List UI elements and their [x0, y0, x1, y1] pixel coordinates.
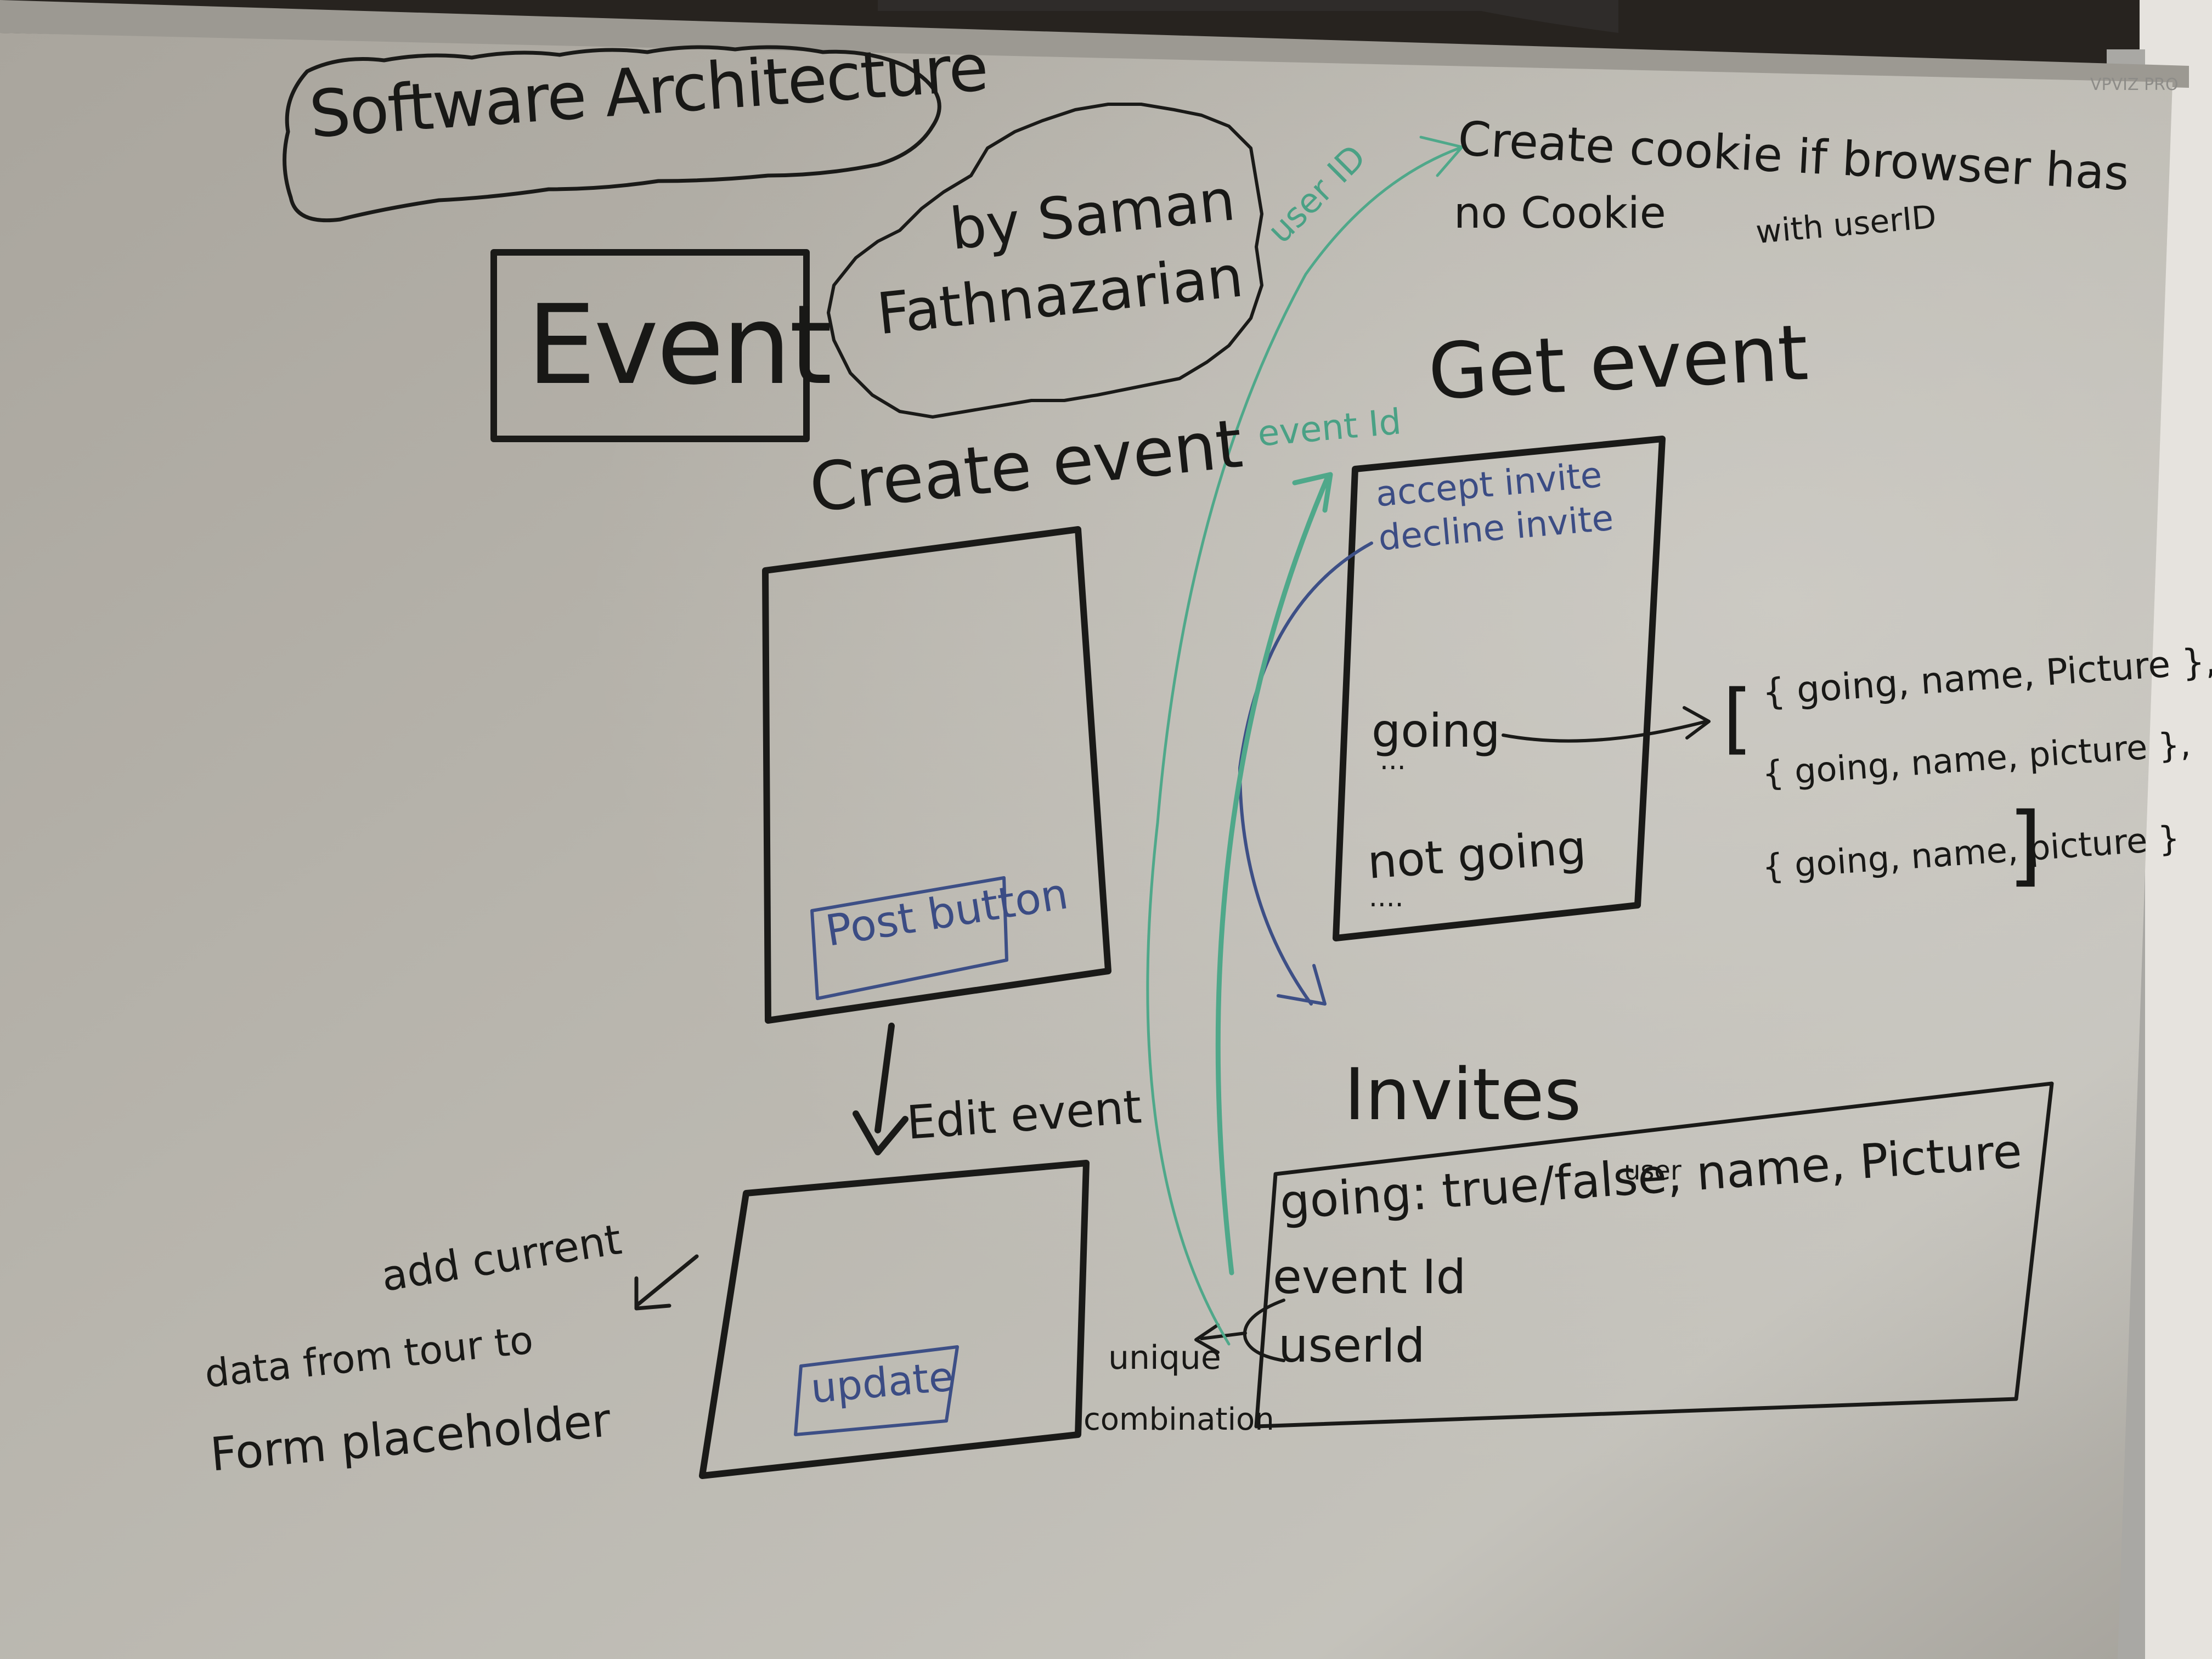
get-event-heading: Get event [1426, 308, 1810, 417]
going-label: going [1372, 704, 1500, 758]
board-frame-top [0, 0, 2189, 88]
invites-field-userid: userId [1278, 1318, 1425, 1373]
arrow-down-create-to-edit [853, 1023, 909, 1155]
board-subtitle-event: Event [527, 281, 832, 409]
dark-object-top [878, 0, 1618, 33]
invites-heading: Invites [1344, 1053, 1582, 1136]
post-button-outline [810, 876, 1008, 1000]
title-cloud-outline [283, 45, 941, 223]
invites-table-outline [1254, 1081, 2054, 1429]
invites-field-user-sup: user [1624, 1155, 1681, 1186]
arrow-note-to-edit [634, 1254, 699, 1311]
update-button: update [809, 1353, 956, 1413]
eventid-arrow [1215, 472, 1333, 1276]
author-cloud-outline [827, 103, 1263, 419]
get-event-screen-outline [1333, 436, 1666, 941]
not-going-dots: .... [1369, 881, 1404, 913]
brand-mark: VPVIZ PRO [2090, 75, 2179, 94]
list-open-bracket: [ [1723, 674, 1753, 763]
unique-label: unique [1108, 1339, 1221, 1377]
invites-field-eventid: event Id [1273, 1250, 1466, 1305]
update-button-outline [794, 1345, 959, 1436]
event-title-box [490, 249, 810, 442]
edit-event-screen-outline [699, 1160, 1090, 1479]
userid-arrow [1146, 136, 1464, 1346]
not-going-label: not going [1365, 820, 1588, 889]
arrow-going-to-list [1502, 706, 1711, 743]
going-dots: ... [1380, 744, 1406, 776]
cookie-text-line2: no Cookie [1454, 189, 1666, 238]
list-close-bracket: ] [2008, 793, 2042, 896]
combination-label: combination [1084, 1402, 1274, 1437]
create-event-screen-outline [762, 526, 1111, 1024]
